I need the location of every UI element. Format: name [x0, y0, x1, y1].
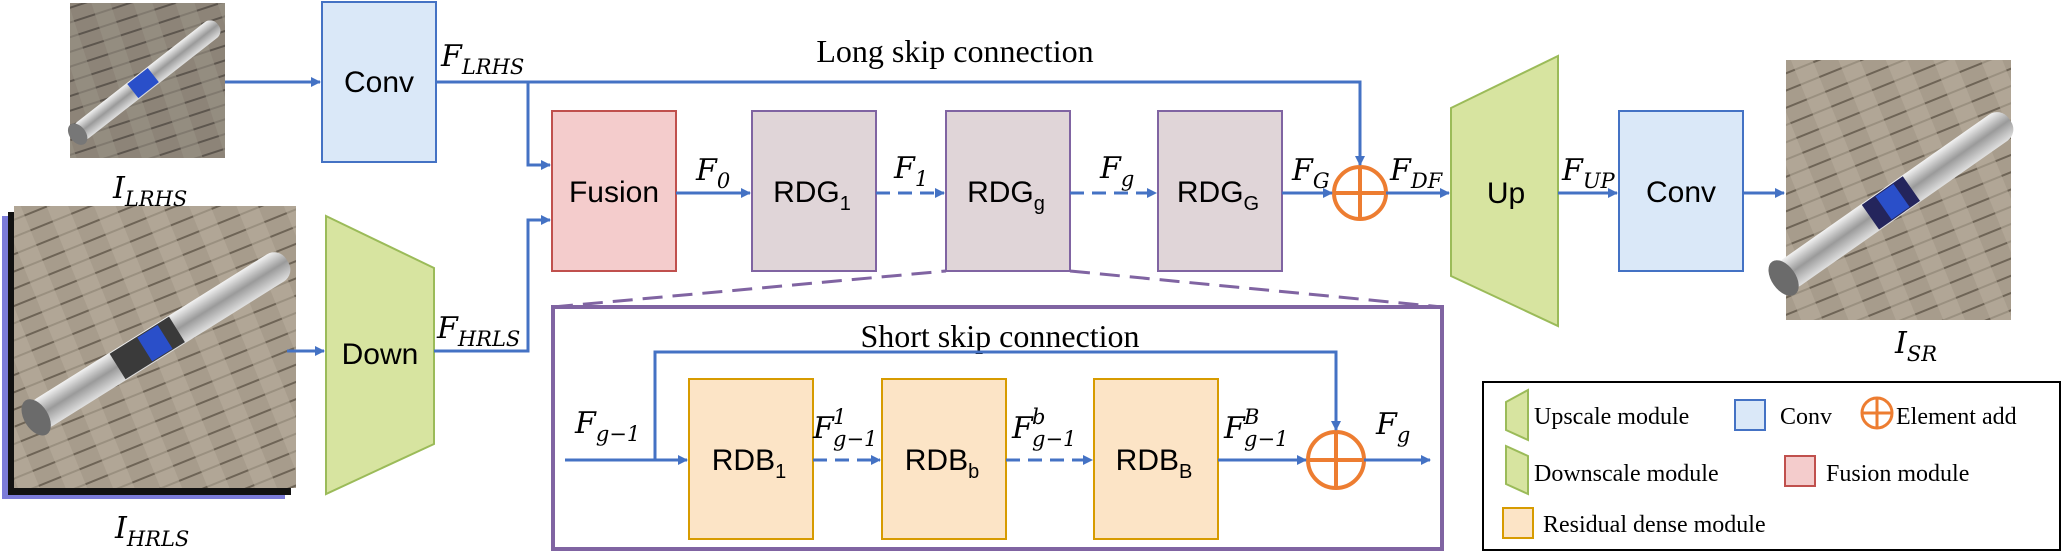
legend-element-add-label: Element add: [1896, 404, 2017, 430]
conv-module-right: [1618, 110, 1744, 272]
legend-upscale-label: Upscale module: [1534, 404, 1689, 430]
rdb-1-block: [688, 378, 814, 540]
feature-fdf: FDF: [1389, 153, 1444, 193]
svg-text:F: F: [1011, 411, 1034, 446]
svg-text:g−1: g−1: [1032, 427, 1076, 451]
feature-f0: F0: [695, 153, 730, 193]
legend-fusion-label: Fusion module: [1826, 461, 1969, 487]
legend-residual-label: Residual dense module: [1543, 512, 1766, 538]
rdb-B-block: [1093, 378, 1219, 540]
rdb-1-label: RDB1: [712, 444, 786, 483]
sr-image-label: ISR: [1894, 326, 1937, 366]
rdb-b-block: [881, 378, 1007, 540]
feature-fg: Fg: [1099, 151, 1134, 191]
fusion-module: [551, 110, 677, 272]
rdb-B-label: RDBB: [1116, 444, 1193, 483]
long-skip-connection-line: [436, 80, 1365, 166]
feature-f-g-1-superscript-1: F 1 g−1: [812, 405, 877, 451]
feature-fup: FUP: [1561, 153, 1616, 193]
rdg-g-block: [945, 110, 1071, 272]
svg-text:B: B: [1243, 405, 1259, 429]
down-label: Down: [342, 338, 419, 371]
hrls-image-label: IHRLS: [114, 511, 189, 551]
conv-right-label: Conv: [1646, 176, 1716, 209]
legend-upscale-swatch: [1505, 388, 1529, 442]
legend-residual-swatch: [1502, 507, 1534, 539]
legend-element-add-swatch: [1860, 396, 1894, 430]
feature-f-g-1-superscript-B: F B g−1: [1223, 405, 1288, 451]
svg-text:1: 1: [833, 405, 846, 429]
legend-fusion-swatch: [1784, 455, 1816, 487]
up-module: [1450, 54, 1559, 328]
legend-downscale-swatch: [1505, 444, 1529, 496]
fusion-label: Fusion: [569, 176, 659, 209]
up-label: Up: [1487, 177, 1525, 210]
conv-top-label: Conv: [344, 66, 414, 99]
rdb-b-label: RDBb: [905, 444, 979, 483]
feature-f-lrhs: FLRHS: [440, 39, 524, 79]
feature-f1: F1: [893, 151, 928, 191]
svg-text:b: b: [1032, 405, 1045, 429]
element-add-main: [1332, 165, 1388, 221]
legend-box: [1482, 381, 2061, 551]
sr-output-image: [1768, 60, 2014, 320]
feature-f-g-1-superscript-b: F b g−1: [1011, 405, 1076, 451]
arrow-down-to-fusion: [434, 215, 551, 353]
legend-conv-label: Conv: [1780, 404, 1832, 430]
legend-conv-swatch: [1734, 399, 1766, 431]
down-module: [325, 214, 435, 496]
short-skip-connection-line: [653, 350, 1341, 460]
rdg-1-block: [751, 110, 877, 272]
zoom-line-left: [552, 269, 947, 309]
rdg-g-label: RDGg: [967, 176, 1045, 215]
svg-text:F: F: [812, 411, 835, 446]
feature-fG: FG: [1291, 153, 1330, 193]
rdg-G-label: RDGG: [1177, 176, 1259, 215]
feature-f-hrls: FHRLS: [436, 311, 520, 351]
arrow-conv-to-fusion: [526, 82, 551, 170]
svg-text:F: F: [1223, 411, 1246, 446]
detail-input-feature: Fg−1: [574, 406, 640, 446]
svg-text:g−1: g−1: [1244, 427, 1288, 451]
rdg-G-block: [1157, 110, 1283, 272]
element-add-detail: [1306, 430, 1366, 490]
lrhs-image-label: ILRHS: [112, 171, 187, 211]
zoom-line-right: [1069, 269, 1443, 309]
detail-output-feature: Fg: [1375, 407, 1410, 447]
conv-module-top: [321, 1, 437, 163]
legend-downscale-label: Downscale module: [1534, 461, 1719, 487]
hrls-input-image: [2, 206, 296, 499]
short-skip-label: Short skip connection: [860, 318, 1139, 354]
svg-text:g−1: g−1: [833, 427, 877, 451]
long-skip-label: Long skip connection: [816, 33, 1093, 69]
rdg-1-label: RDG1: [773, 176, 851, 215]
lrhs-input-image: [67, 3, 225, 158]
